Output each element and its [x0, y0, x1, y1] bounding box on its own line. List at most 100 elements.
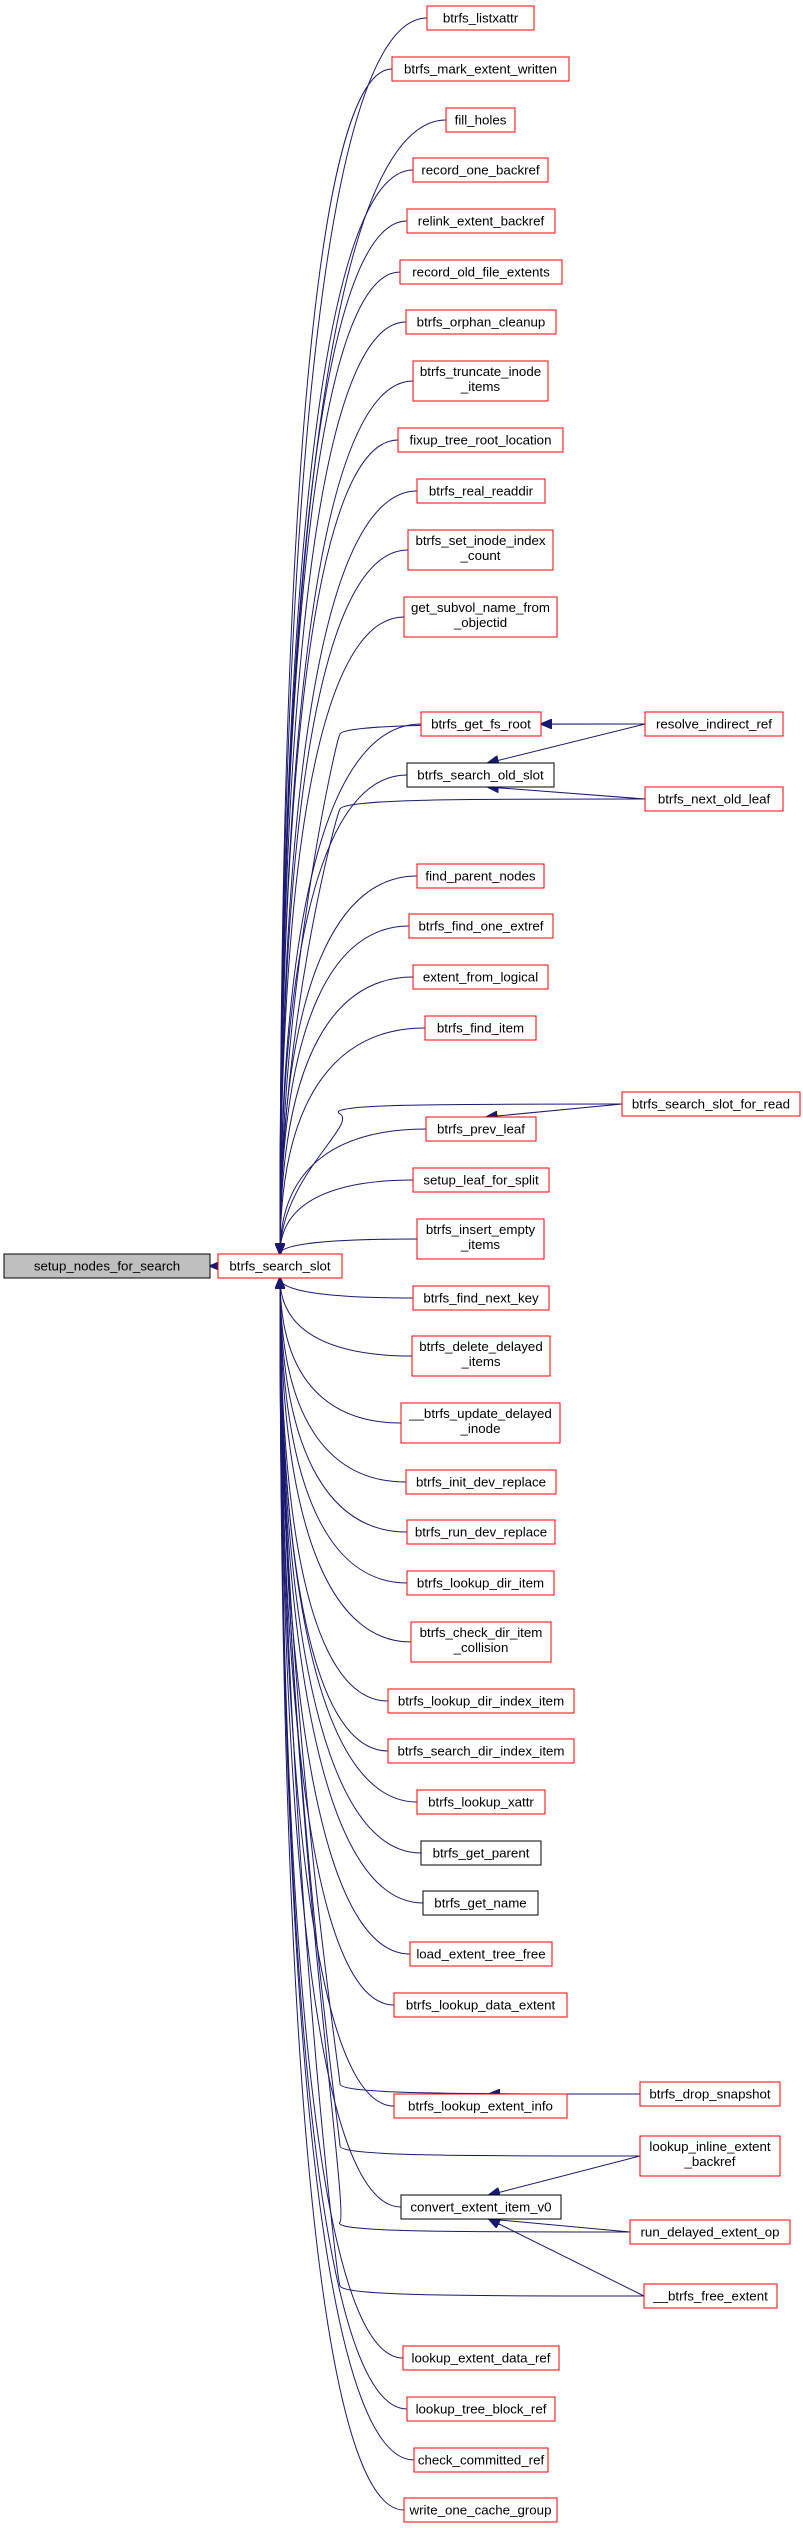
node-label: lookup_inline_extent — [649, 2139, 771, 2154]
node-btrfs_prev_leaf[interactable]: btrfs_prev_leaf — [425, 1116, 537, 1142]
edge-convert_extent_item_v0-to-btrfs_search_slot — [280, 1278, 402, 2208]
node-box — [405, 1469, 557, 1495]
edge-btrfs_drop_snapshot-to-btrfs_search_slot — [280, 1278, 641, 2095]
node-box — [416, 1218, 545, 1260]
node-box — [412, 360, 549, 402]
node-btrfs_get_parent[interactable]: btrfs_get_parent — [420, 1840, 542, 1866]
node-box — [217, 1253, 343, 1279]
edge-btrfs_get_name-to-btrfs_search_slot — [280, 1278, 424, 1904]
node-box — [425, 1116, 537, 1142]
node-btrfs_search_slot[interactable]: btrfs_search_slot — [217, 1253, 343, 1279]
node-label: btrfs_search_slot_for_read — [632, 1097, 790, 1112]
node-btrfs_find_item[interactable]: btrfs_find_item — [424, 1015, 537, 1041]
node-find_parent_nodes[interactable]: find_parent_nodes — [416, 863, 545, 889]
node-btrfs_real_readdir[interactable]: btrfs_real_readdir — [416, 478, 546, 504]
node-btrfs_insert_empty_items[interactable]: btrfs_insert_empty_items — [416, 1218, 545, 1260]
node-label: btrfs_drop_snapshot — [649, 2087, 771, 2102]
node-box — [410, 1621, 552, 1663]
node-label: _backref — [684, 2154, 736, 2169]
edge-__btrfs_free_extent-to-convert_extent_item_v0 — [489, 2219, 645, 2297]
node-label: _collision — [453, 1640, 509, 1655]
node-lookup_tree_block_ref[interactable]: lookup_tree_block_ref — [406, 2396, 556, 2422]
node-btrfs_listxattr[interactable]: btrfs_listxattr — [426, 5, 535, 31]
node-btrfs_lookup_dir_index_item[interactable]: btrfs_lookup_dir_index_item — [387, 1688, 575, 1714]
node-label: btrfs_orphan_cleanup — [417, 315, 546, 330]
node-btrfs_get_name[interactable]: btrfs_get_name — [422, 1890, 539, 1916]
node-box — [403, 596, 558, 638]
node-write_one_cache_group[interactable]: write_one_cache_group — [403, 2497, 558, 2523]
node-btrfs_search_dir_index_item[interactable]: btrfs_search_dir_index_item — [387, 1738, 575, 1764]
node-btrfs_check_dir_item_collision[interactable]: btrfs_check_dir_item_collision — [410, 1621, 552, 1663]
node-relink_extent_backref[interactable]: relink_extent_backref — [406, 208, 556, 234]
node-btrfs_search_slot_for_read[interactable]: btrfs_search_slot_for_read — [621, 1091, 801, 1117]
node-label: convert_extent_item_v0 — [410, 2200, 551, 2215]
node-box — [393, 1992, 568, 2018]
node-btrfs_lookup_extent_info[interactable]: btrfs_lookup_extent_info — [393, 2093, 568, 2119]
node-btrfs_set_inode_index_count[interactable]: btrfs_set_inode_index_count — [407, 529, 554, 571]
node-btrfs_truncate_inode_items[interactable]: btrfs_truncate_inode_items — [412, 360, 549, 402]
node-get_subvol_name_from_objectid[interactable]: get_subvol_name_from_objectid — [403, 596, 558, 638]
node-label: btrfs_mark_extent_written — [404, 62, 557, 77]
node-fill_holes[interactable]: fill_holes — [445, 107, 516, 133]
node-label: _items — [460, 1237, 501, 1252]
node-btrfs_lookup_data_extent[interactable]: btrfs_lookup_data_extent — [393, 1992, 568, 2018]
node-resolve_indirect_ref[interactable]: resolve_indirect_ref — [644, 711, 784, 737]
node-label: __btrfs_free_extent — [652, 2289, 768, 2304]
node-box — [412, 1167, 550, 1193]
edge-check_committed_ref-to-btrfs_search_slot — [280, 1278, 415, 2461]
node-convert_extent_item_v0[interactable]: convert_extent_item_v0 — [400, 2194, 562, 2220]
node-__btrfs_free_extent[interactable]: __btrfs_free_extent — [643, 2283, 778, 2309]
node-btrfs_delete_delayed_items[interactable]: btrfs_delete_delayed_items — [411, 1335, 551, 1377]
node-btrfs_lookup_xattr[interactable]: btrfs_lookup_xattr — [416, 1789, 546, 1815]
node-box — [397, 427, 564, 453]
node-setup_leaf_for_split[interactable]: setup_leaf_for_split — [412, 1167, 550, 1193]
node-label: btrfs_lookup_data_extent — [406, 1998, 556, 2013]
node-btrfs_next_old_leaf[interactable]: btrfs_next_old_leaf — [644, 786, 784, 812]
node-run_delayed_extent_op[interactable]: run_delayed_extent_op — [629, 2219, 791, 2245]
node-record_old_file_extents[interactable]: record_old_file_extents — [399, 259, 563, 285]
node-btrfs_drop_snapshot[interactable]: btrfs_drop_snapshot — [639, 2081, 781, 2107]
node-box — [412, 157, 549, 183]
node-btrfs_lookup_dir_item[interactable]: btrfs_lookup_dir_item — [406, 1570, 555, 1596]
edge-btrfs_search_old_slot-to-btrfs_search_slot — [280, 774, 408, 1254]
node-record_one_backref[interactable]: record_one_backref — [412, 157, 549, 183]
node-label: relink_extent_backref — [418, 214, 545, 229]
node-extent_from_logical[interactable]: extent_from_logical — [412, 964, 549, 990]
node-lookup_extent_data_ref[interactable]: lookup_extent_data_ref — [402, 2345, 560, 2371]
node-box — [445, 107, 516, 133]
node-load_extent_tree_free[interactable]: load_extent_tree_free — [409, 1941, 553, 1967]
node-btrfs_find_next_key[interactable]: btrfs_find_next_key — [412, 1285, 550, 1311]
node-fixup_tree_root_location[interactable]: fixup_tree_root_location — [397, 427, 564, 453]
node-label: check_committed_ref — [418, 2453, 545, 2468]
node-box — [399, 259, 563, 285]
edge-record_old_file_extents-to-btrfs_search_slot — [280, 271, 401, 1254]
node-label: btrfs_run_dev_replace — [415, 1525, 547, 1540]
node-label: __btrfs_update_delayed — [408, 1406, 552, 1421]
node-btrfs_orphan_cleanup[interactable]: btrfs_orphan_cleanup — [405, 309, 557, 335]
edge-btrfs_search_slot_for_read-to-btrfs_search_slot — [280, 1103, 623, 1254]
node-btrfs_find_one_extref[interactable]: btrfs_find_one_extref — [408, 913, 554, 939]
node-label: _inode — [460, 1421, 501, 1436]
node-label: btrfs_get_fs_root — [431, 717, 531, 732]
node-box — [416, 1789, 546, 1815]
node-lookup_inline_extent_backref[interactable]: lookup_inline_extent_backref — [639, 2135, 781, 2177]
node-btrfs_search_old_slot[interactable]: btrfs_search_old_slot — [406, 762, 555, 788]
node-box — [643, 2283, 778, 2309]
node-box — [387, 1688, 575, 1714]
edges-layer — [210, 17, 646, 2511]
node-btrfs_run_dev_replace[interactable]: btrfs_run_dev_replace — [406, 1519, 556, 1545]
node-__btrfs_update_delayed_inode[interactable]: __btrfs_update_delayed_inode — [400, 1402, 561, 1444]
node-label: btrfs_get_parent — [433, 1846, 530, 1861]
node-box — [426, 5, 535, 31]
node-btrfs_mark_extent_written[interactable]: btrfs_mark_extent_written — [391, 56, 570, 82]
node-label: btrfs_listxattr — [443, 11, 519, 26]
edge-btrfs_run_dev_replace-to-btrfs_search_slot — [280, 1278, 408, 1533]
node-box — [420, 1840, 542, 1866]
edge-btrfs_init_dev_replace-to-btrfs_search_slot — [280, 1278, 407, 1483]
node-check_committed_ref[interactable]: check_committed_ref — [413, 2447, 549, 2473]
node-btrfs_init_dev_replace[interactable]: btrfs_init_dev_replace — [405, 1469, 557, 1495]
edge-btrfs_prev_leaf-to-btrfs_search_slot — [280, 1128, 427, 1254]
node-btrfs_get_fs_root[interactable]: btrfs_get_fs_root — [420, 711, 542, 737]
node-label: btrfs_lookup_xattr — [428, 1795, 534, 1810]
